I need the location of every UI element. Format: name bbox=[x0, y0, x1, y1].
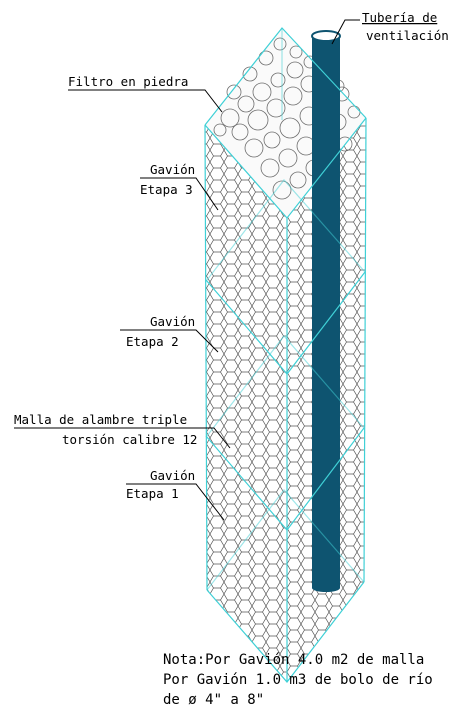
label-gavion3-line1: Gavión bbox=[150, 162, 195, 177]
label-gavion2-line2: Etapa 2 bbox=[126, 334, 179, 349]
note-line3: de ø 4" a 8" bbox=[163, 692, 264, 708]
label-tuberia-line2: ventilación bbox=[366, 28, 449, 43]
label-gavion2-line1: Gavión bbox=[150, 314, 195, 329]
label-tuberia-line1: Tubería de bbox=[362, 10, 437, 25]
ventilation-pipe bbox=[311, 30, 341, 592]
label-gavion1-line2: Etapa 1 bbox=[126, 486, 179, 501]
pipe-top-opening bbox=[311, 30, 341, 42]
label-malla-line2: torsión calibre 12 bbox=[62, 432, 197, 447]
gabion-left-face bbox=[205, 125, 287, 682]
label-malla-line1: Malla de alambre triple bbox=[14, 412, 187, 427]
leader-lines bbox=[14, 19, 360, 521]
note-line1: Nota:Por Gavión 4.0 m2 de malla bbox=[163, 652, 424, 668]
label-filtro: Filtro en piedra bbox=[68, 74, 188, 89]
gabion-frame-edges bbox=[204, 27, 367, 683]
label-gavion1-line1: Gavión bbox=[150, 468, 195, 483]
label-gavion3-line2: Etapa 3 bbox=[140, 182, 193, 197]
note-line2: Por Gavión 1.0 m3 de bolo de río bbox=[163, 672, 433, 688]
